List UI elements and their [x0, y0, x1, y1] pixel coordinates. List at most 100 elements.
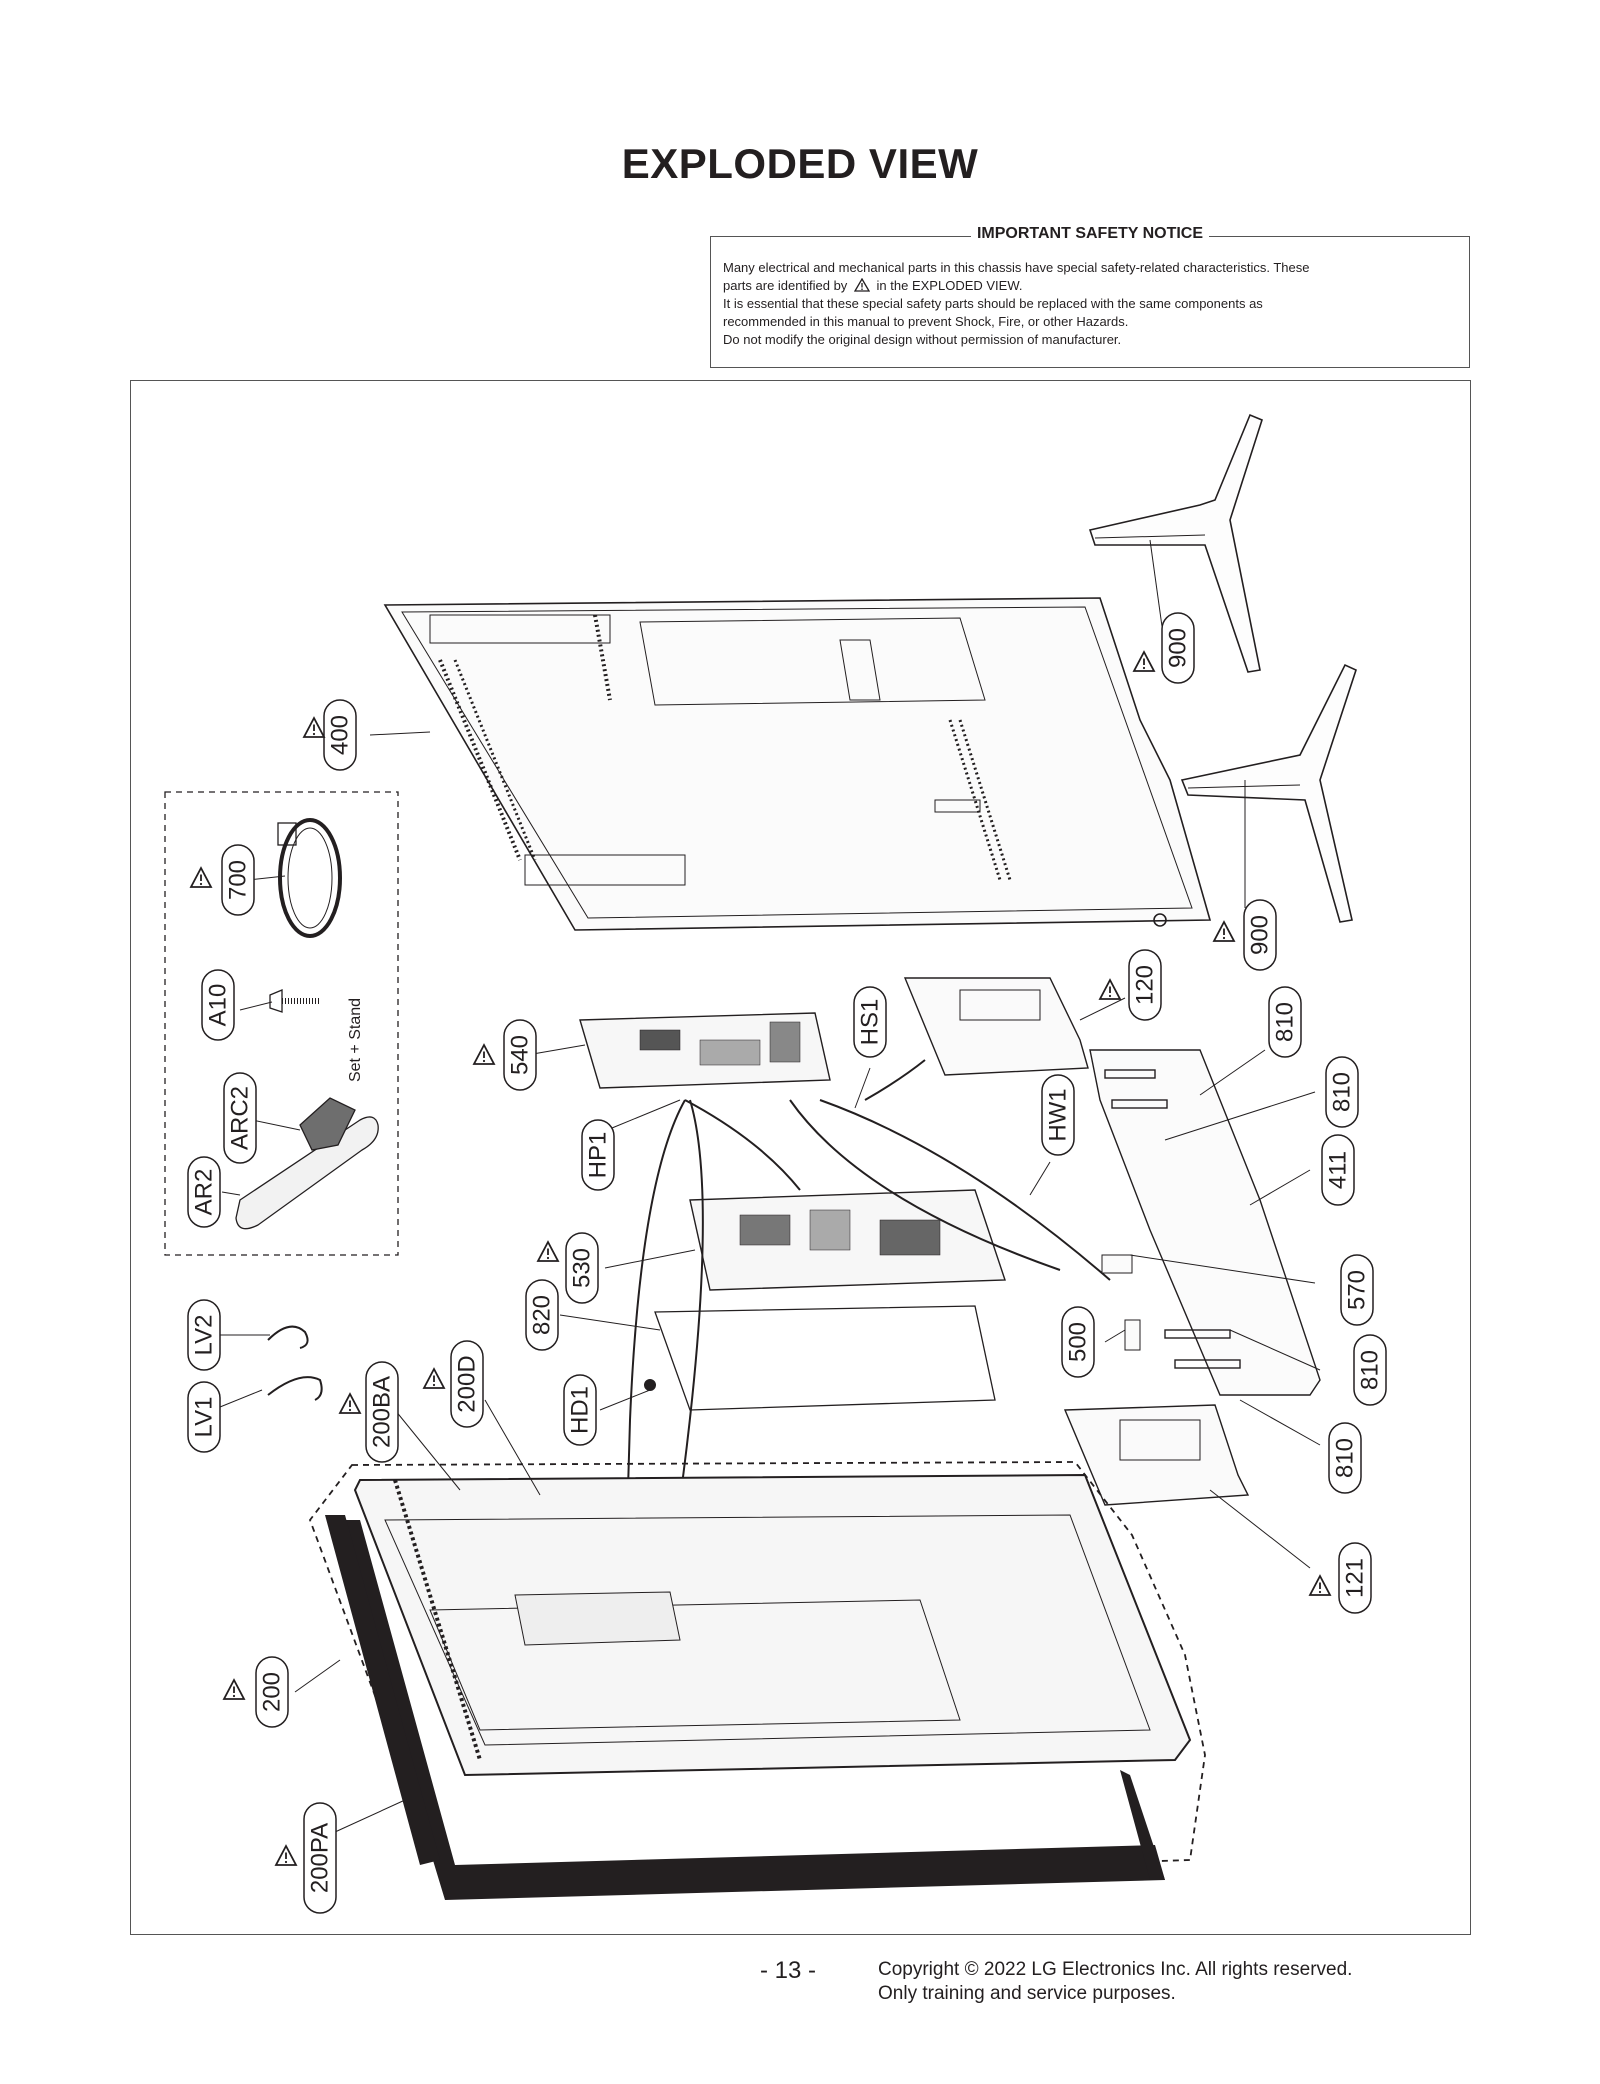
svg-text:810: 810: [1357, 1350, 1384, 1390]
svg-text:570: 570: [1344, 1270, 1371, 1310]
warning-icon-200PA: [275, 1845, 297, 1866]
notice-line-3: It is essential that these special safet…: [723, 296, 1263, 311]
callout-HD1: HD1: [563, 1374, 597, 1446]
warning-icon-120: [1099, 979, 1121, 1000]
callout-810-1: 810: [1268, 986, 1302, 1058]
callout-700: 700: [221, 844, 255, 916]
svg-text:HS1: HS1: [857, 999, 884, 1046]
callout-LV1: LV1: [187, 1381, 221, 1453]
page-title: EXPLODED VIEW: [621, 140, 979, 187]
speaker-bracket-drawing: [903, 977, 1250, 1506]
notice-line-4: recommended in this manual to prevent Sh…: [723, 314, 1129, 329]
callout-530: 530: [565, 1232, 599, 1304]
power-board-drawing: [689, 1189, 1006, 1291]
callout-900-top: 900: [1161, 612, 1195, 684]
svg-text:900: 900: [1247, 915, 1274, 955]
notice-line-1: Many electrical and mechanical parts in …: [723, 260, 1310, 275]
stand-drawing: [1088, 413, 1357, 923]
callout-810-4: 810: [1328, 1422, 1362, 1494]
callout-AR2: AR2: [187, 1156, 221, 1228]
safety-notice-title: IMPORTANT SAFETY NOTICE: [970, 225, 1210, 242]
diagram-frame: [130, 380, 1471, 1935]
leader-lines: [219, 539, 1321, 1833]
accessory-box-drawing: [164, 791, 399, 1256]
svg-text:700: 700: [225, 860, 252, 900]
svg-text:A10: A10: [205, 984, 232, 1027]
warning-icon-121: [1309, 1575, 1331, 1596]
svg-text:411: 411: [1325, 1151, 1352, 1189]
main-assembly-drawing: [308, 1461, 1206, 1900]
svg-text:820: 820: [529, 1295, 556, 1335]
warning-triangle-icon: [853, 277, 871, 292]
callout-HS1: HS1: [853, 986, 887, 1058]
lv-cable-drawing: [267, 1325, 323, 1401]
svg-text:200D: 200D: [454, 1355, 481, 1412]
callout-A10: A10: [201, 969, 235, 1041]
svg-text:HW1: HW1: [1045, 1088, 1072, 1141]
safety-notice-title-wrap: IMPORTANT SAFETY NOTICE: [711, 225, 1469, 243]
callout-200BA: 200BA: [365, 1361, 399, 1463]
safety-notice-body: Many electrical and mechanical parts in …: [723, 259, 1457, 349]
callout-ARC2: ARC2: [223, 1072, 257, 1164]
callout-570: 570: [1340, 1254, 1374, 1326]
svg-text:HD1: HD1: [567, 1386, 594, 1434]
notice-line-2a: parts are identified by: [723, 278, 848, 293]
svg-text:200PA: 200PA: [307, 1823, 334, 1893]
frame-411-drawing: [1089, 1049, 1321, 1396]
svg-text:810: 810: [1272, 1002, 1299, 1042]
warning-icon-200: [223, 1679, 245, 1700]
page-number: - 13 -: [760, 1957, 817, 1984]
svg-text:900: 900: [1165, 628, 1192, 668]
svg-text:810: 810: [1332, 1438, 1359, 1478]
callout-120: 120: [1128, 949, 1162, 1021]
callout-540: 540: [503, 1019, 537, 1091]
warning-icon-200D: [423, 1368, 445, 1389]
copyright-line: Copyright © 2022 LG Electronics Inc. All…: [878, 1959, 1353, 1980]
svg-text:HP1: HP1: [585, 1132, 612, 1179]
callout-400: 400: [323, 699, 357, 771]
svg-text:500: 500: [1065, 1322, 1092, 1362]
svg-text:ARC2: ARC2: [227, 1086, 254, 1150]
callout-500: 500: [1061, 1306, 1095, 1378]
svg-text:200BA: 200BA: [369, 1376, 396, 1448]
usage-line: Only training and service purposes.: [878, 1983, 1176, 2004]
callout-HP1: HP1: [581, 1119, 615, 1191]
warning-icon-540: [473, 1044, 495, 1065]
callout-HW1: HW1: [1041, 1074, 1075, 1156]
callout-200: 200: [255, 1656, 289, 1728]
stand-note: Set + Stand: [347, 998, 364, 1082]
svg-text:121: 121: [1342, 1558, 1369, 1598]
callout-900-bottom: 900: [1243, 899, 1277, 971]
svg-text:LV1: LV1: [191, 1397, 218, 1438]
warning-icon-900-bottom: [1213, 921, 1235, 942]
callout-810-3: 810: [1353, 1334, 1387, 1406]
callout-200D: 200D: [450, 1340, 484, 1428]
copyright-block: Copyright © 2022 LG Electronics Inc. All…: [878, 1958, 1352, 2006]
svg-text:200: 200: [259, 1672, 286, 1712]
svg-text:LV2: LV2: [191, 1315, 218, 1356]
callout-810-2: 810: [1325, 1056, 1359, 1128]
callout-200PA: 200PA: [303, 1802, 337, 1914]
notice-line-2: parts are identified by in the EXPLODED …: [723, 277, 1457, 295]
callout-LV2: LV2: [187, 1299, 221, 1371]
back-cover-drawing: [383, 597, 1212, 931]
warning-icon-900-top: [1133, 651, 1155, 672]
callout-121: 121: [1338, 1542, 1372, 1614]
notice-line-5: Do not modify the original design withou…: [723, 332, 1122, 347]
warning-icon-200BA: [339, 1393, 361, 1414]
safety-notice-box: IMPORTANT SAFETY NOTICE Many electrical …: [710, 225, 1470, 368]
svg-text:540: 540: [507, 1035, 534, 1075]
svg-text:810: 810: [1329, 1072, 1356, 1112]
notice-line-2b: in the EXPLODED VIEW.: [876, 278, 1023, 293]
insulator-sheet-drawing: [654, 1305, 996, 1411]
callout-411: 411: [1321, 1134, 1355, 1206]
main-board-drawing: [579, 1012, 831, 1089]
callout-820: 820: [525, 1279, 559, 1351]
warning-icon-530: [537, 1241, 559, 1262]
svg-text:120: 120: [1132, 965, 1159, 1005]
svg-text:400: 400: [327, 715, 354, 755]
warning-icon-700: [190, 867, 212, 888]
svg-text:AR2: AR2: [191, 1169, 218, 1216]
svg-text:530: 530: [569, 1248, 596, 1288]
